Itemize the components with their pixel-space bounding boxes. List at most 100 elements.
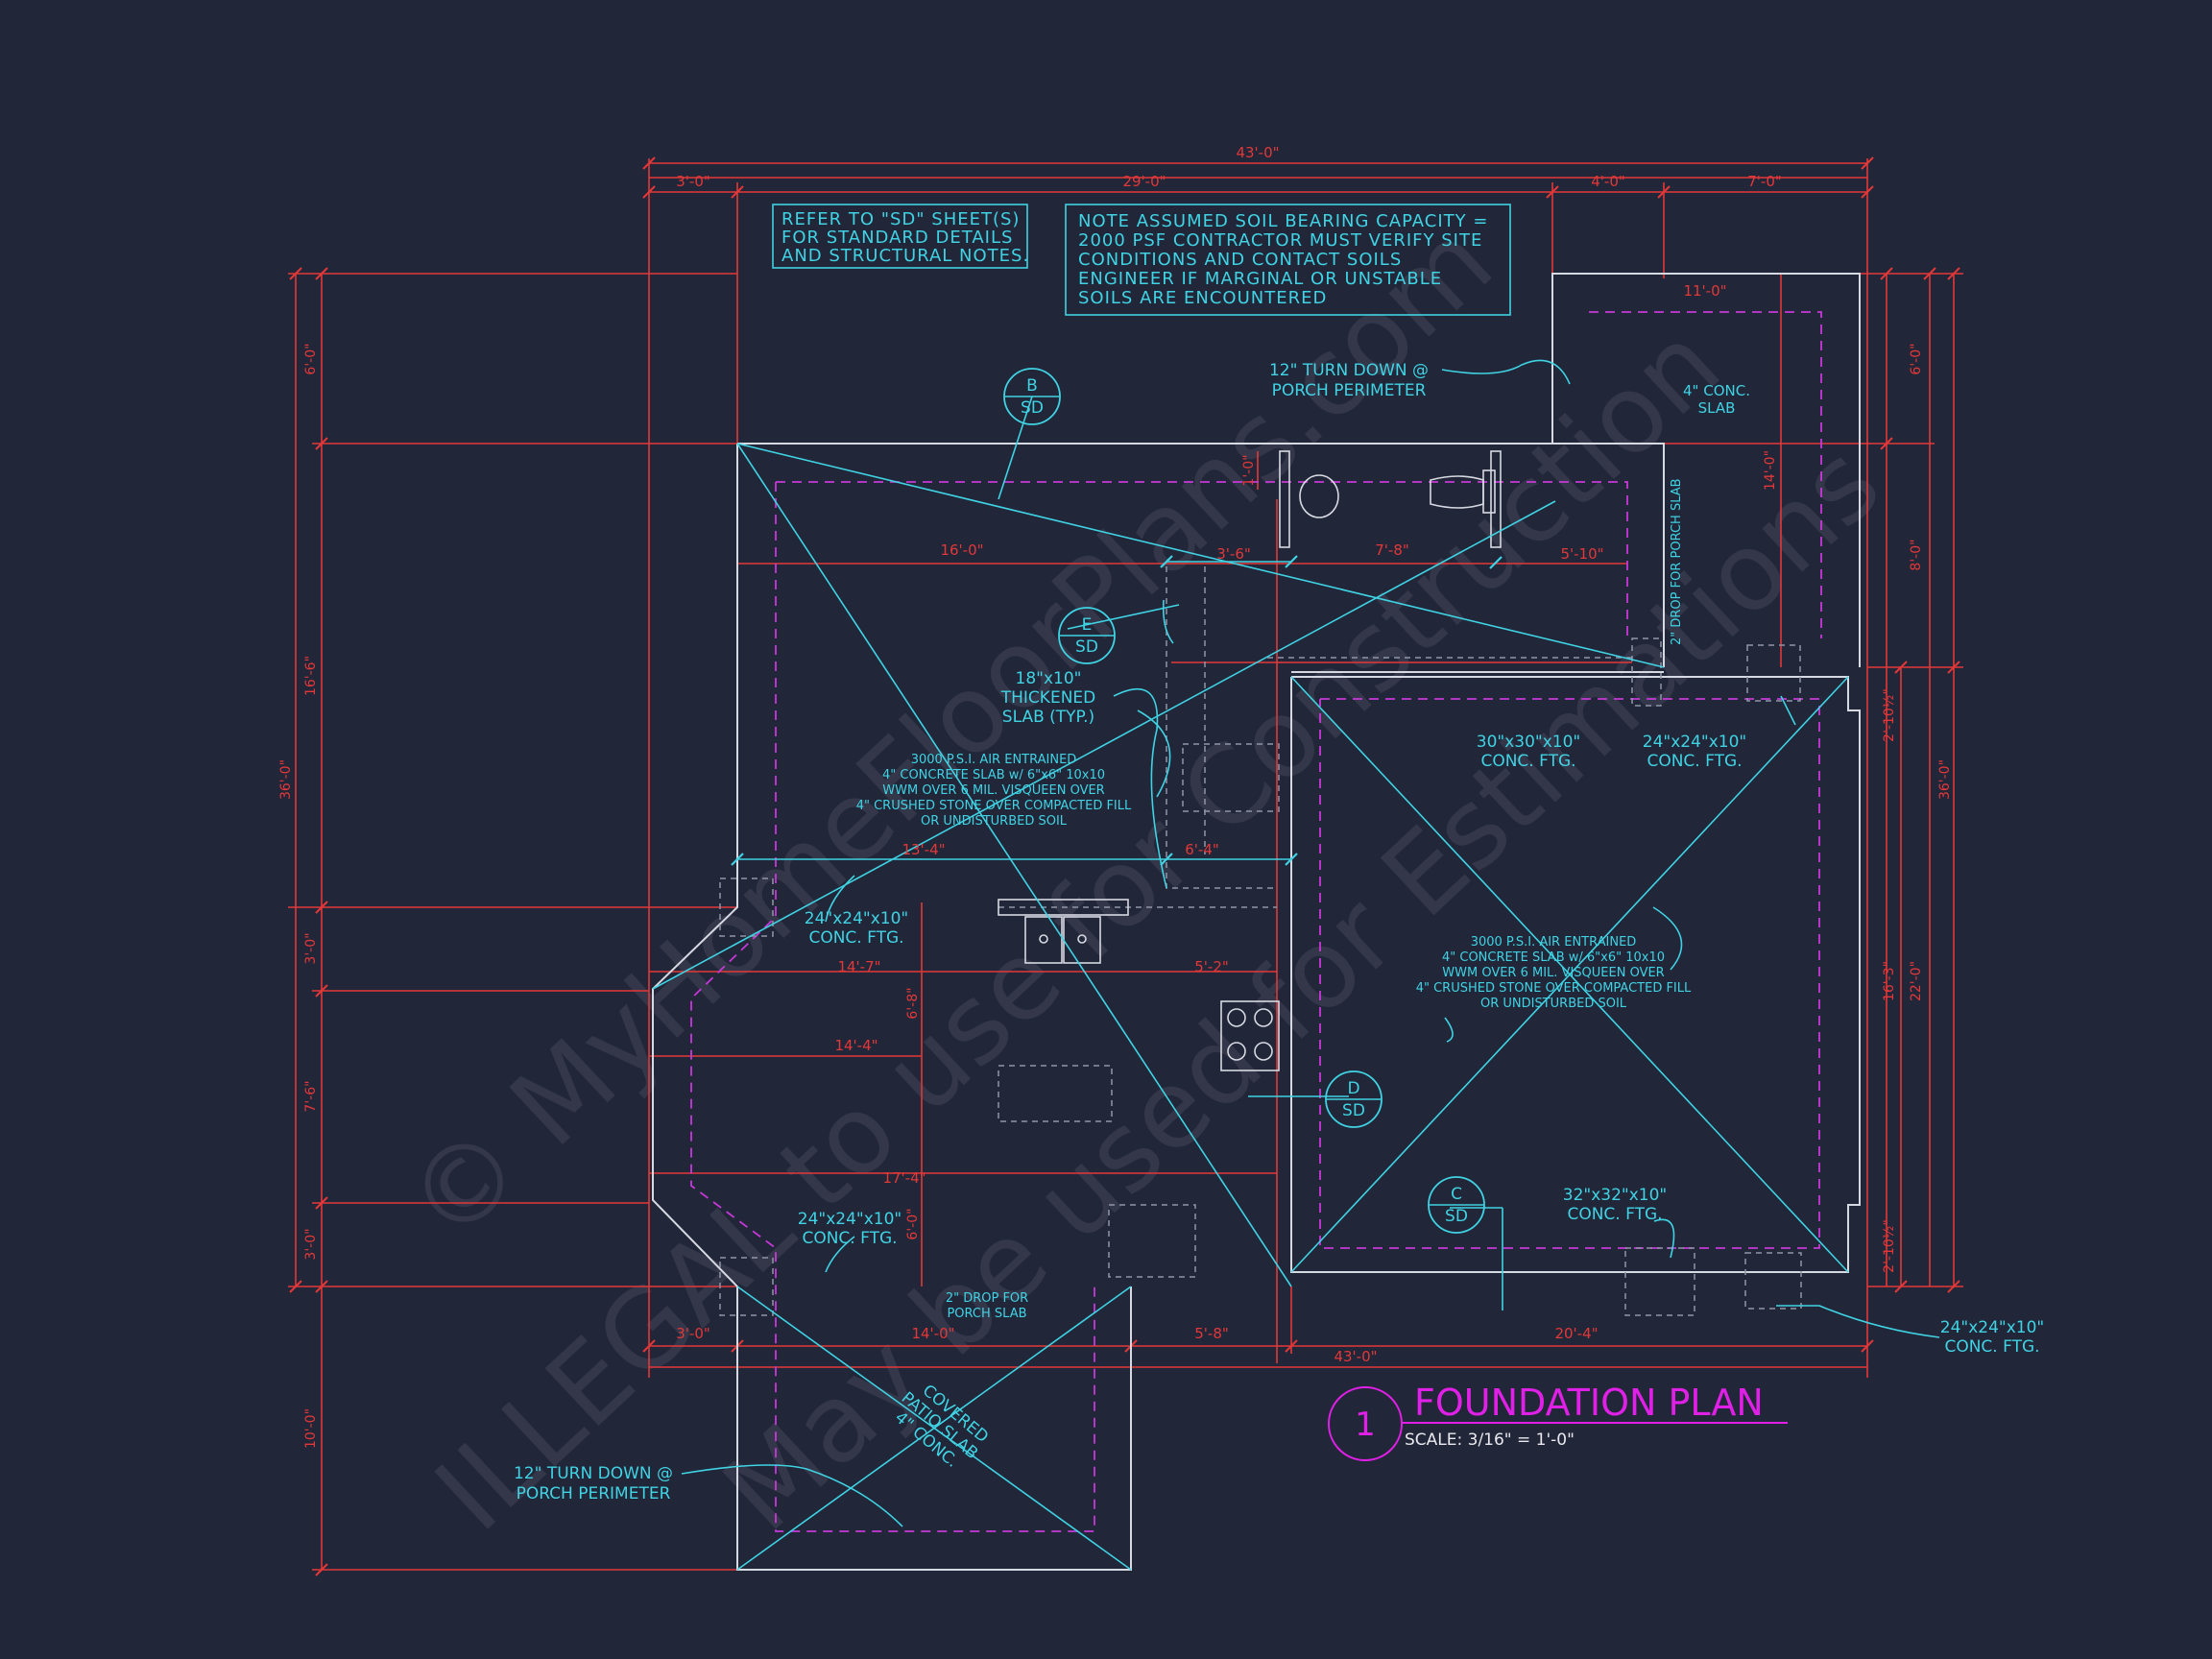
detail-c-letter: C [1451, 1185, 1462, 1204]
dimension-ticks [289, 156, 1960, 1576]
refer-note-line-2: FOR STANDARD DETAILS [781, 228, 1013, 248]
detail-bubble-d: D SD [1325, 1070, 1382, 1128]
watermark: © MyHomeFloorPlans.com ILLEGAL to use fo… [384, 200, 1904, 1555]
slab-left-line-1: 3000 P.S.I. AIR ENTRAINED [911, 753, 1077, 767]
dim-bottom-4: 20'-4" [1554, 1325, 1598, 1342]
slab-outline [652, 273, 1861, 1571]
drawing-title: 1 FOUNDATION PLAN SCALE: 3/16" = 1'-0" [1328, 1382, 1788, 1461]
thickened-line-1: 18"x10" [1016, 669, 1082, 688]
dim-left-1: 6'-0" [303, 343, 319, 374]
footing-note-a: 24"x24"x10" CONC. FTG. [805, 909, 908, 948]
detail-bubble-b: B SD [1003, 368, 1061, 425]
ftg-30-line-2: CONC. FTG. [1480, 752, 1575, 771]
soil-note-line-5: SOILS ARE ENCOUNTERED [1078, 288, 1327, 308]
view-number: 1 [1355, 1406, 1376, 1444]
ftg-c-line-2: CONC. FTG. [1647, 752, 1742, 771]
dim-int-10: 17'-4" [882, 1169, 926, 1187]
thickened-line-3: SLAB (TYP.) [1002, 708, 1094, 727]
plan-scale: SCALE: 3/16" = 1'-0" [1405, 1431, 1575, 1450]
slab-left-line-5: OR UNDISTURBED SOIL [921, 814, 1068, 829]
dim-right-5: 2'-10½" [1882, 1219, 1897, 1273]
slab-left-line-3: WWM OVER 6 MIL. VISQUEEN OVER [882, 783, 1104, 798]
conc-slab-note: 4" CONC. SLAB [1683, 382, 1750, 417]
dim-left-overall: 36'-0" [278, 759, 294, 800]
dim-top-2: 29'-0" [1122, 173, 1166, 190]
ftg-a-line-1: 24"x24"x10" [805, 909, 908, 928]
slab-right-line-2: 4" CONCRETE SLAB w/ 6"x6" 10x10 [1442, 950, 1665, 965]
drop-note-bottom: 2" DROP FOR PORCH SLAB [946, 1291, 1028, 1321]
dim-bottom-1: 3'-0" [676, 1325, 710, 1342]
dim-int-6: 6'-4" [1185, 841, 1219, 858]
slab-left-line-2: 4" CONCRETE SLAB w/ 6"x6" 10x10 [882, 768, 1105, 782]
ftg-b-line-2: CONC. FTG. [802, 1229, 897, 1248]
dim-left-4: 7'-6" [303, 1080, 319, 1112]
footing-note-30: 30"x30"x10" CONC. FTG. [1477, 733, 1580, 771]
dim-right-4: 16'-3" [1882, 961, 1897, 1001]
dimension-lines [288, 158, 1963, 1571]
dim-top-1: 3'-0" [676, 173, 710, 190]
slab-right-line-5: OR UNDISTURBED SOIL [1480, 997, 1627, 1011]
dim-right-3: 2'-10½" [1882, 688, 1897, 742]
slab-left-line-4: 4" CRUSHED STONE OVER COMPACTED FILL [856, 799, 1132, 813]
annotation-lines [652, 359, 1940, 1571]
slab-note-right: 3000 P.S.I. AIR ENTRAINED 4" CONCRETE SL… [1416, 935, 1692, 1011]
dim-int-8: 5'-2" [1194, 958, 1229, 975]
turn-down-top-line-1: 12" TURN DOWN @ [1269, 361, 1429, 380]
footing-note-d: 24"x24"x10" CONC. FTG. [1940, 1318, 2044, 1357]
dim-right-2: 8'-0" [1909, 539, 1924, 570]
turn-down-bottom-line-2: PORCH PERIMETER [517, 1484, 671, 1503]
detail-e-sheet: SD [1075, 637, 1098, 657]
interior-walls [719, 566, 1802, 1316]
soil-note-line-2: 2000 PSF CONTRACTOR MUST VERIFY SITE [1078, 230, 1482, 251]
ftg-d-line-2: CONC. FTG. [1944, 1337, 2039, 1357]
dim-left-3: 3'-0" [303, 932, 319, 964]
dim-left-5: 3'-0" [303, 1228, 319, 1260]
slab-right-line-4: 4" CRUSHED STONE OVER COMPACTED FILL [1416, 981, 1692, 996]
detail-bubble-e: E SD [1058, 607, 1116, 664]
dim-top-4: 7'-0" [1747, 173, 1782, 190]
dim-bottom-2: 14'-0" [911, 1325, 954, 1342]
soil-note-line-1: NOTE ASSUMED SOIL BEARING CAPACITY = [1078, 211, 1488, 231]
drop-bottom-line-1: 2" DROP FOR [946, 1291, 1028, 1306]
dim-left-6: 10'-0" [303, 1408, 319, 1449]
detail-d-letter: D [1347, 1079, 1359, 1098]
dim-int-2: 3'-6" [1216, 545, 1251, 563]
ftg-d-line-1: 24"x24"x10" [1940, 1318, 2044, 1337]
turn-down-top-line-2: PORCH PERIMETER [1272, 381, 1427, 400]
dim-right-inner-1: 14'-0" [1763, 450, 1778, 491]
drop-note-right: 2" DROP FOR PORCH SLAB [1670, 478, 1684, 645]
dim-int-4: 5'-10" [1560, 545, 1603, 563]
dim-int-3: 7'-8" [1375, 541, 1409, 559]
thickened-line-2: THICKENED [1000, 688, 1096, 708]
dim-int-9: 14'-4" [834, 1037, 878, 1054]
detail-c-sheet: SD [1445, 1207, 1468, 1226]
plan-title: FOUNDATION PLAN [1414, 1382, 1764, 1424]
dim-bottom-3: 5'-8" [1194, 1325, 1229, 1342]
soil-note-box: NOTE ASSUMED SOIL BEARING CAPACITY = 200… [1065, 204, 1511, 316]
footing-outline [690, 311, 1822, 1532]
thickened-slab-note: 18"x10" THICKENED SLAB (TYP.) [1000, 669, 1096, 727]
dim-int-12: 6'-0" [905, 1208, 921, 1239]
ftg-c-line-1: 24"x24"x10" [1643, 733, 1746, 752]
dim-int-7: 14'-7" [837, 958, 880, 975]
ftg-32-line-1: 32"x32"x10" [1563, 1186, 1667, 1205]
dim-int-5: 13'-4" [902, 841, 945, 858]
conc-slab-line-1: 4" CONC. [1683, 382, 1750, 399]
dim-right-1: 6'-0" [1909, 343, 1924, 374]
footing-note-32: 32"x32"x10" CONC. FTG. [1563, 1186, 1667, 1224]
turn-down-bottom-line-1: 12" TURN DOWN @ [514, 1464, 673, 1483]
ftg-32-line-2: CONC. FTG. [1567, 1205, 1662, 1224]
dim-top-3: 4'-0" [1591, 173, 1625, 190]
soil-note-line-3: CONDITIONS AND CONTACT SOILS [1078, 250, 1402, 270]
dimension-labels: 43'-0" 3'-0" 29'-0" 4'-0" 7'-0" 11'-0" 4… [278, 144, 1953, 1449]
footing-note-b: 24"x24"x10" CONC. FTG. [798, 1210, 902, 1248]
soil-note-line-4: ENGINEER IF MARGINAL OR UNSTABLE [1078, 269, 1442, 289]
dim-right-inner-2: 22'-0" [1909, 961, 1924, 1001]
detail-d-sheet: SD [1342, 1101, 1365, 1120]
footing-note-c: 24"x24"x10" CONC. FTG. [1643, 733, 1746, 771]
slab-right-line-3: WWM OVER 6 MIL. VISQUEEN OVER [1442, 966, 1664, 980]
ftg-30-line-1: 30"x30"x10" [1477, 733, 1580, 752]
dim-bottom-overall: 43'-0" [1334, 1348, 1377, 1365]
dim-top-overall: 43'-0" [1236, 144, 1279, 161]
